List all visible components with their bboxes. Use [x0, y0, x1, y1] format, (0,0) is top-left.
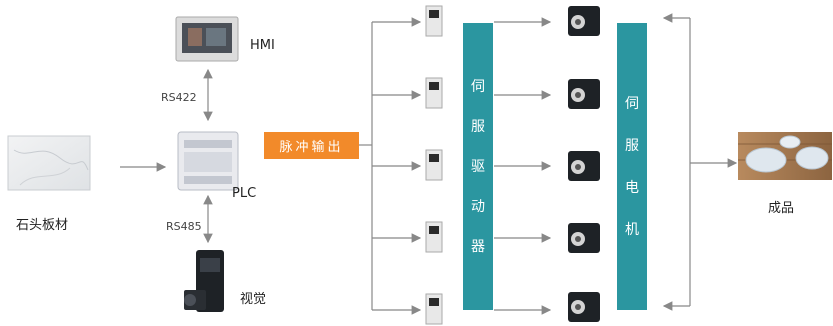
- hmi-device-image: [175, 16, 239, 62]
- servo-motor-char: 电: [625, 180, 639, 196]
- servo-drive-icon: [425, 149, 443, 181]
- product-image: [738, 132, 832, 180]
- servo-motor-char: 伺: [625, 96, 639, 112]
- servo-drive-icon: [425, 221, 443, 253]
- stone-slab-image: [7, 135, 91, 191]
- servo-drive-icon: [425, 77, 443, 109]
- pulse-distribution-lines: [359, 17, 422, 315]
- pulse-output-box: 脉冲输出: [264, 132, 359, 159]
- rs422-label: RS422: [161, 91, 197, 104]
- servo-motor-icon: [568, 79, 600, 109]
- servo-driver-column: 伺 服 驱 动 器: [463, 23, 493, 310]
- servo-drive-icon: [425, 5, 443, 37]
- servo-drive-icon: [425, 293, 443, 325]
- servo-driver-char: 动: [471, 198, 485, 215]
- plc-device-image: [177, 131, 239, 191]
- servo-motor-column: 伺 服 电 机: [617, 23, 647, 310]
- servo-driver-char: 服: [471, 118, 485, 135]
- pulse-output-label: 脉冲输出: [279, 140, 344, 155]
- vision-camera-image: [184, 250, 224, 312]
- servo-driver-char: 驱: [471, 158, 485, 175]
- servo-driver-char: 伺: [471, 78, 485, 95]
- product-label: 成品: [768, 201, 795, 216]
- servo-motor-icon: [568, 292, 600, 322]
- servo-motor-icon: [568, 223, 600, 253]
- servo-motor-icon: [568, 151, 600, 181]
- vision-label: 视觉: [240, 292, 267, 307]
- servo-motor-icon: [568, 6, 600, 36]
- rs485-label: RS485: [166, 220, 202, 233]
- hmi-label: HMI: [250, 38, 275, 53]
- motor-to-product-lines: [662, 13, 738, 311]
- servo-motor-icons: [568, 6, 600, 322]
- driver-to-motor-arrows: [494, 17, 552, 315]
- servo-motor-char: 服: [625, 138, 639, 154]
- plc-label: PLC: [232, 186, 257, 201]
- servo-driver-char: 器: [471, 238, 485, 255]
- servo-drive-icons: [425, 5, 443, 325]
- stone-slab-label: 石头板材: [16, 218, 69, 233]
- servo-motor-char: 机: [625, 222, 639, 238]
